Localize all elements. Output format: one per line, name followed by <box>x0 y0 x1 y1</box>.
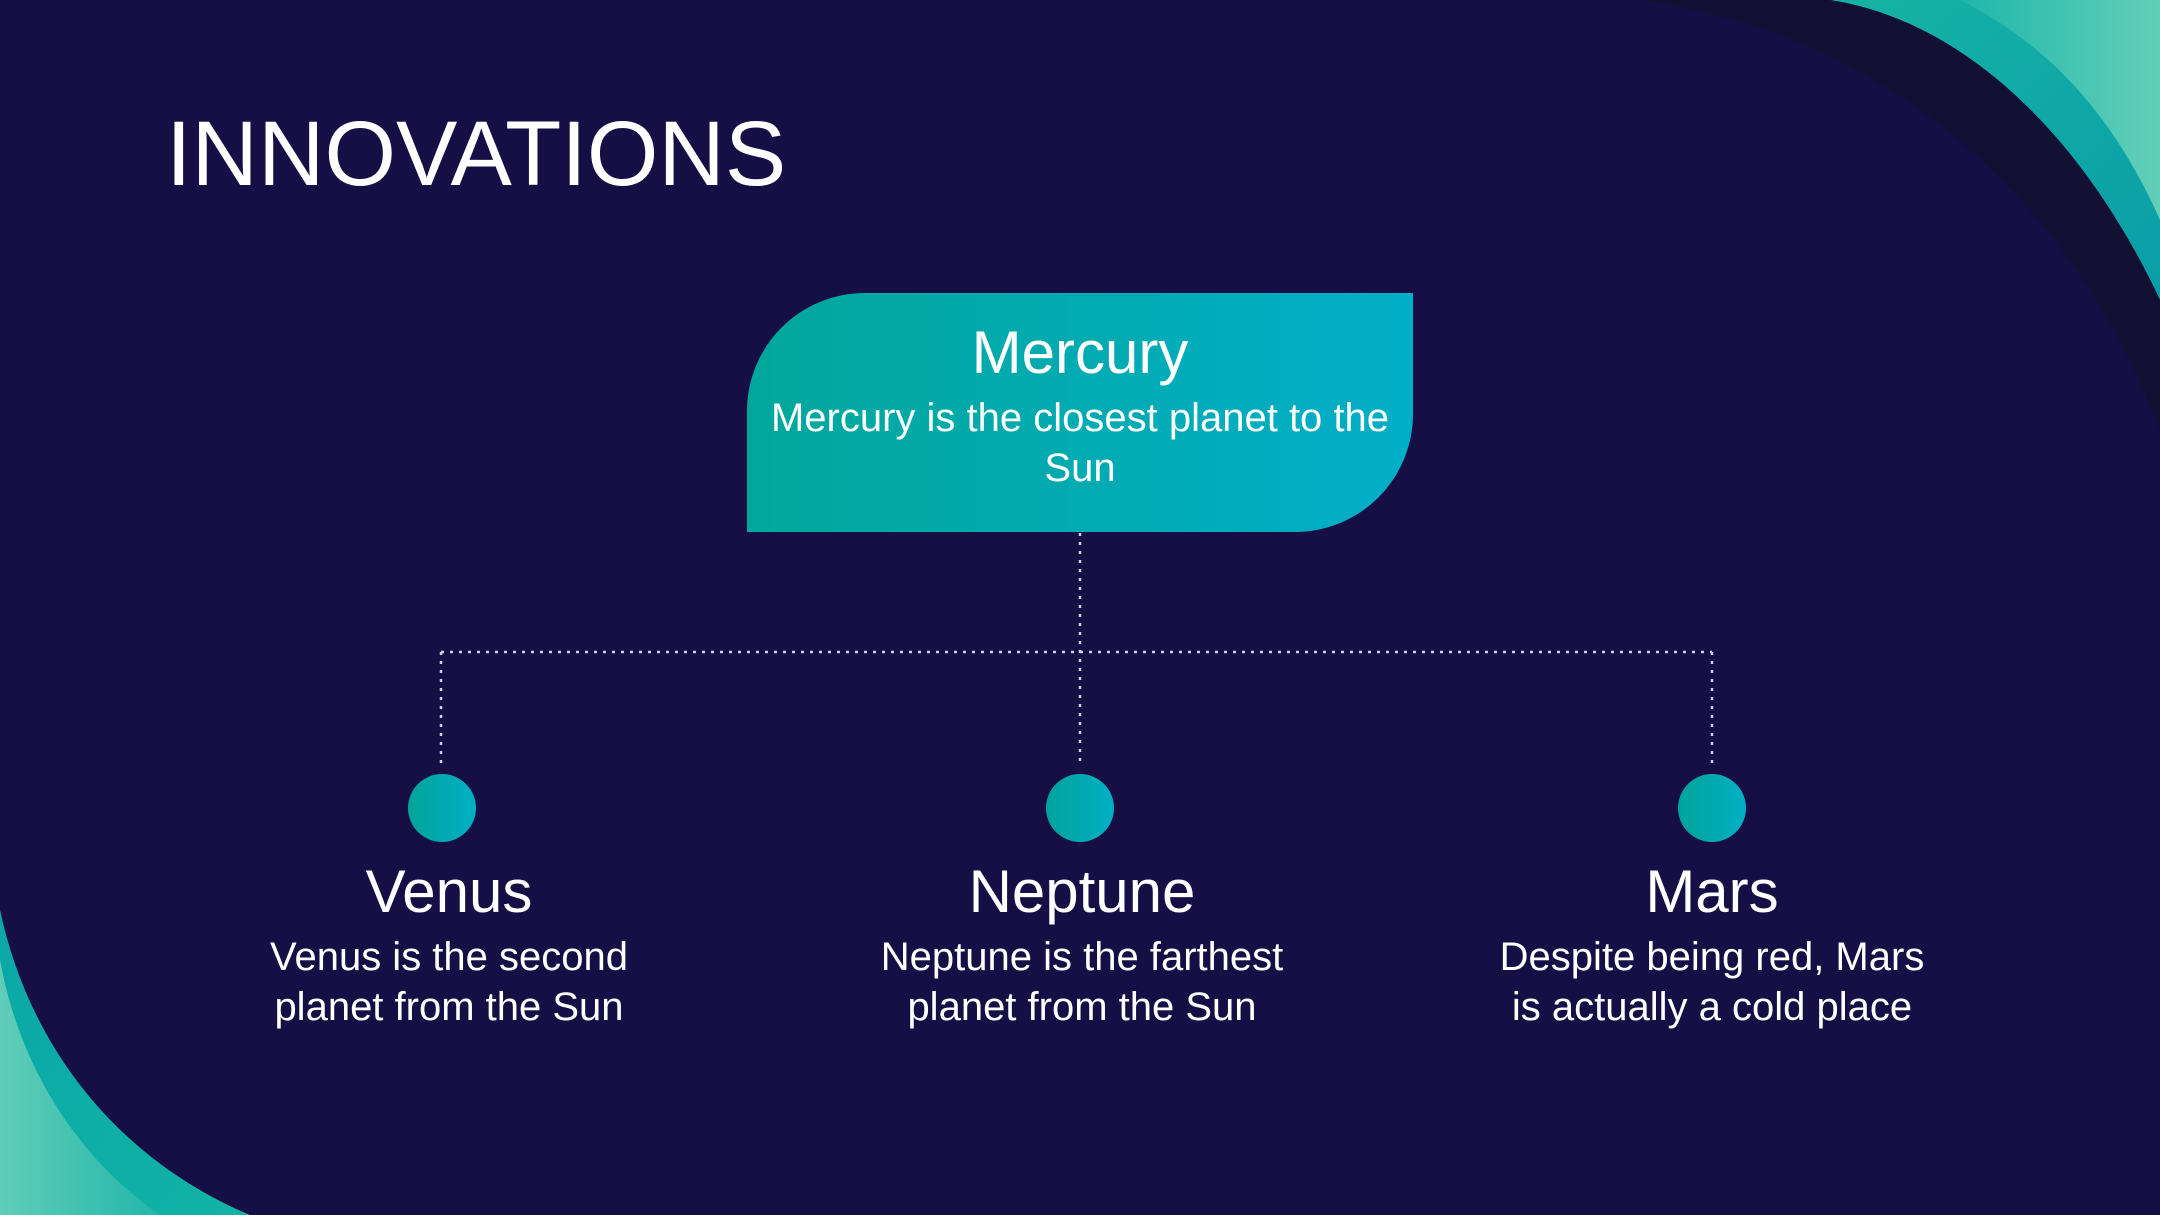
root-node-title: Mercury <box>971 319 1189 386</box>
root-node-mercury: Mercury Mercury is the closest planet to… <box>747 293 1413 532</box>
child-node-mars: Mars Despite being red, Mars is actually… <box>1432 856 1992 1032</box>
child-node-description: Neptune is the farthest planet from the … <box>880 935 1284 1029</box>
root-node-description: Mercury is the closest planet to the Sun <box>770 396 1390 490</box>
child-node-dot-venus <box>408 774 476 842</box>
child-node-description: Despite being red, Mars is actually a co… <box>1499 935 1925 1029</box>
child-node-dot-neptune <box>1046 774 1114 842</box>
child-node-neptune: Neptune Neptune is the farthest planet f… <box>802 856 1362 1032</box>
corner-curve-top-right-light <box>1960 0 2160 220</box>
child-node-venus: Venus Venus is the second planet from th… <box>169 856 729 1032</box>
child-node-title: Neptune <box>968 858 1196 925</box>
tree-connectors <box>439 533 1714 766</box>
child-node-title: Venus <box>365 858 533 925</box>
corner-curve-top-right-dark <box>1640 0 2160 430</box>
child-node-title: Mars <box>1645 858 1779 925</box>
child-node-description: Venus is the second planet from the Sun <box>269 935 629 1029</box>
corner-curve-bottom-left-light <box>0 960 160 1215</box>
page-title: INNOVATIONS <box>166 103 787 205</box>
child-node-dot-mars <box>1678 774 1746 842</box>
